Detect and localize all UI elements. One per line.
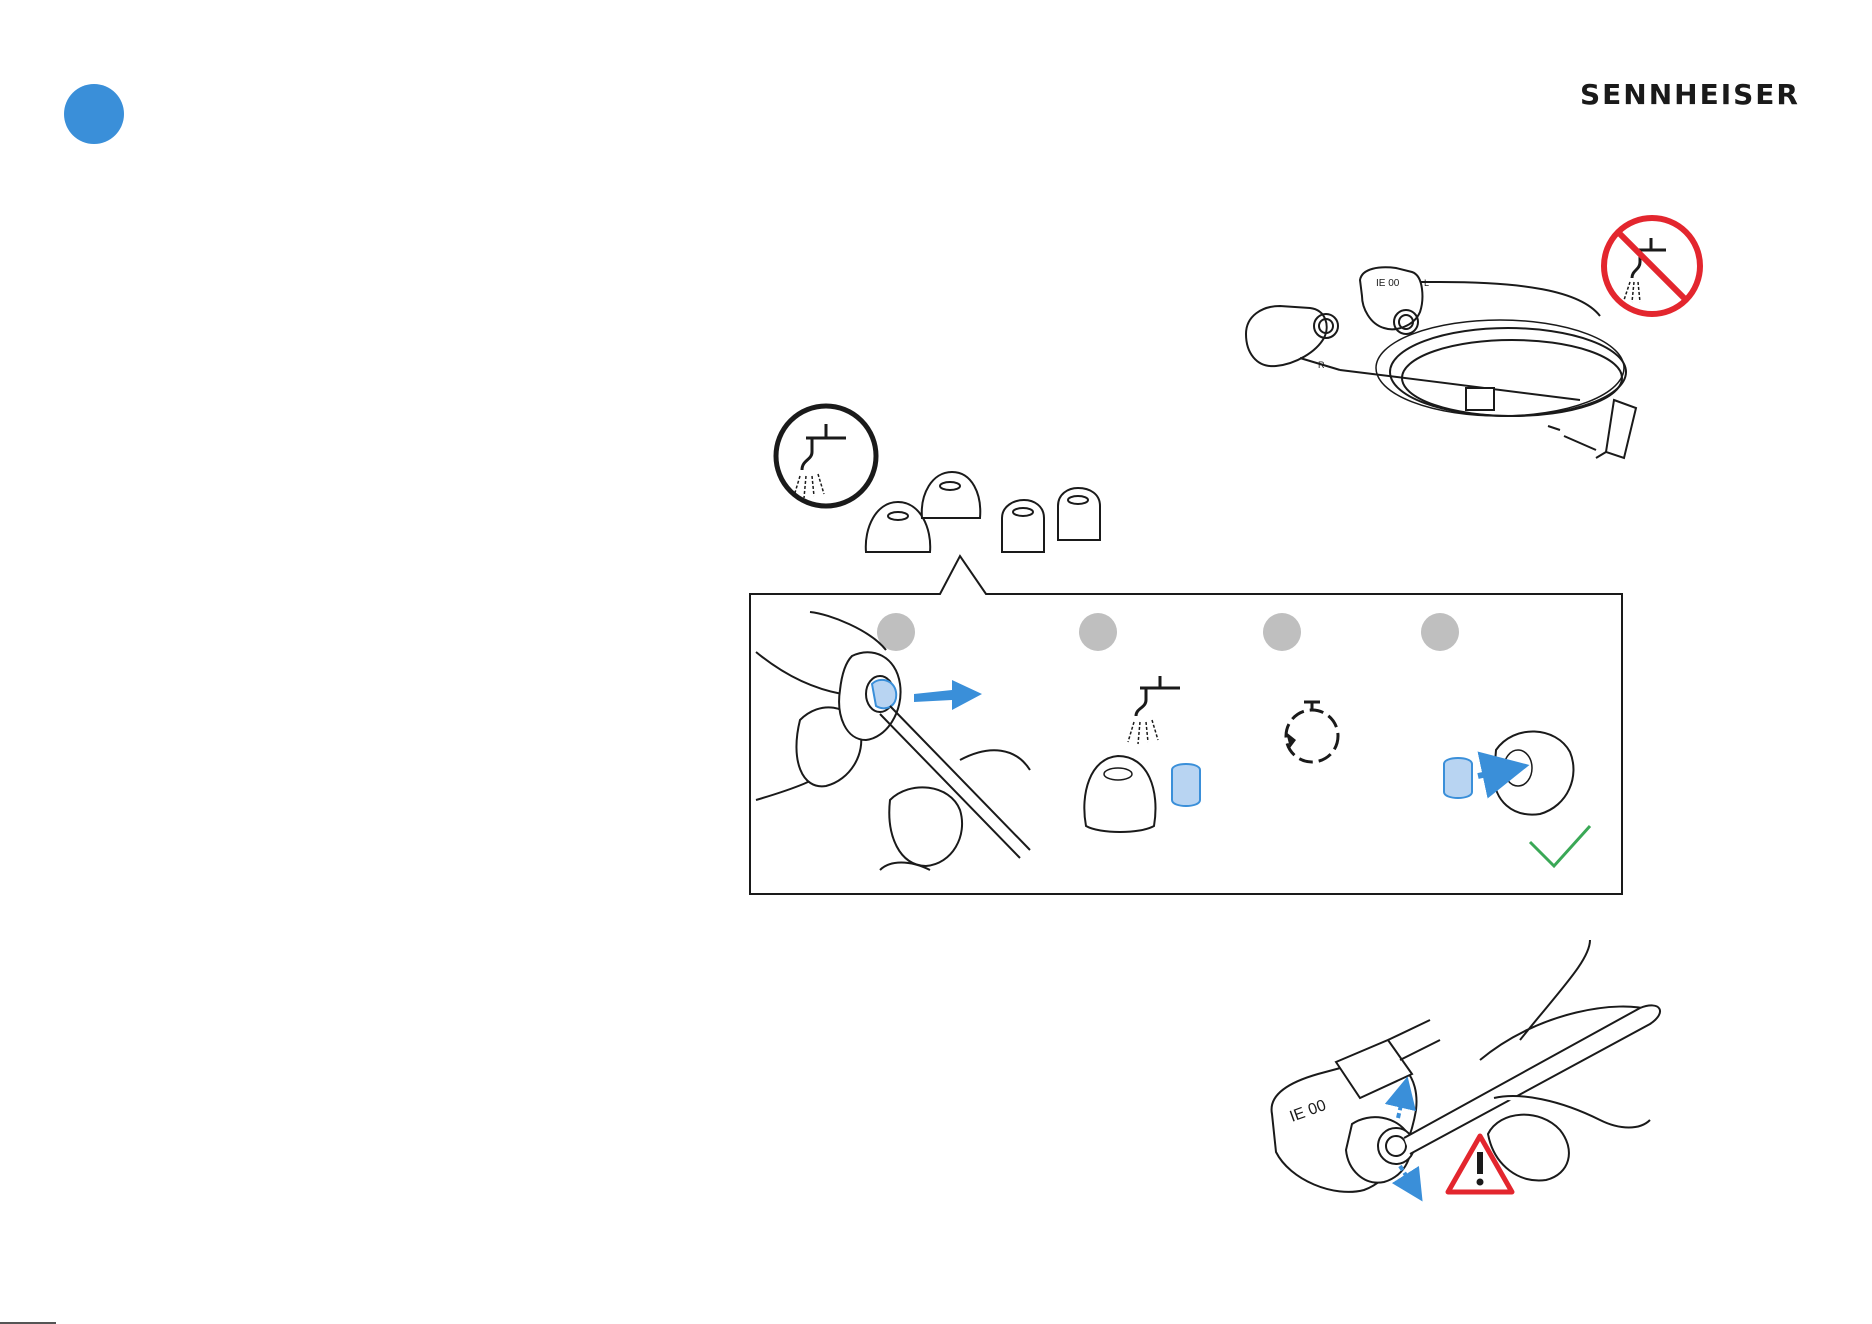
earpiece-cleaning-warning-illustration — [1272, 940, 1660, 1192]
earphone-left-label: L — [1424, 278, 1429, 288]
step-3-dot — [1263, 613, 1301, 651]
step-4-dot — [1421, 613, 1459, 651]
earphones-with-cable — [1246, 267, 1636, 458]
no-water-icon — [1604, 218, 1700, 314]
earphone-model-label-top: IE 00 — [1376, 278, 1400, 289]
caution-arrow-down — [1400, 1166, 1414, 1188]
water-tap-icon — [776, 406, 876, 506]
earphone-right-label: R — [1318, 360, 1325, 370]
ear-tips-set — [866, 472, 1100, 552]
step-2-dot — [1079, 613, 1117, 651]
